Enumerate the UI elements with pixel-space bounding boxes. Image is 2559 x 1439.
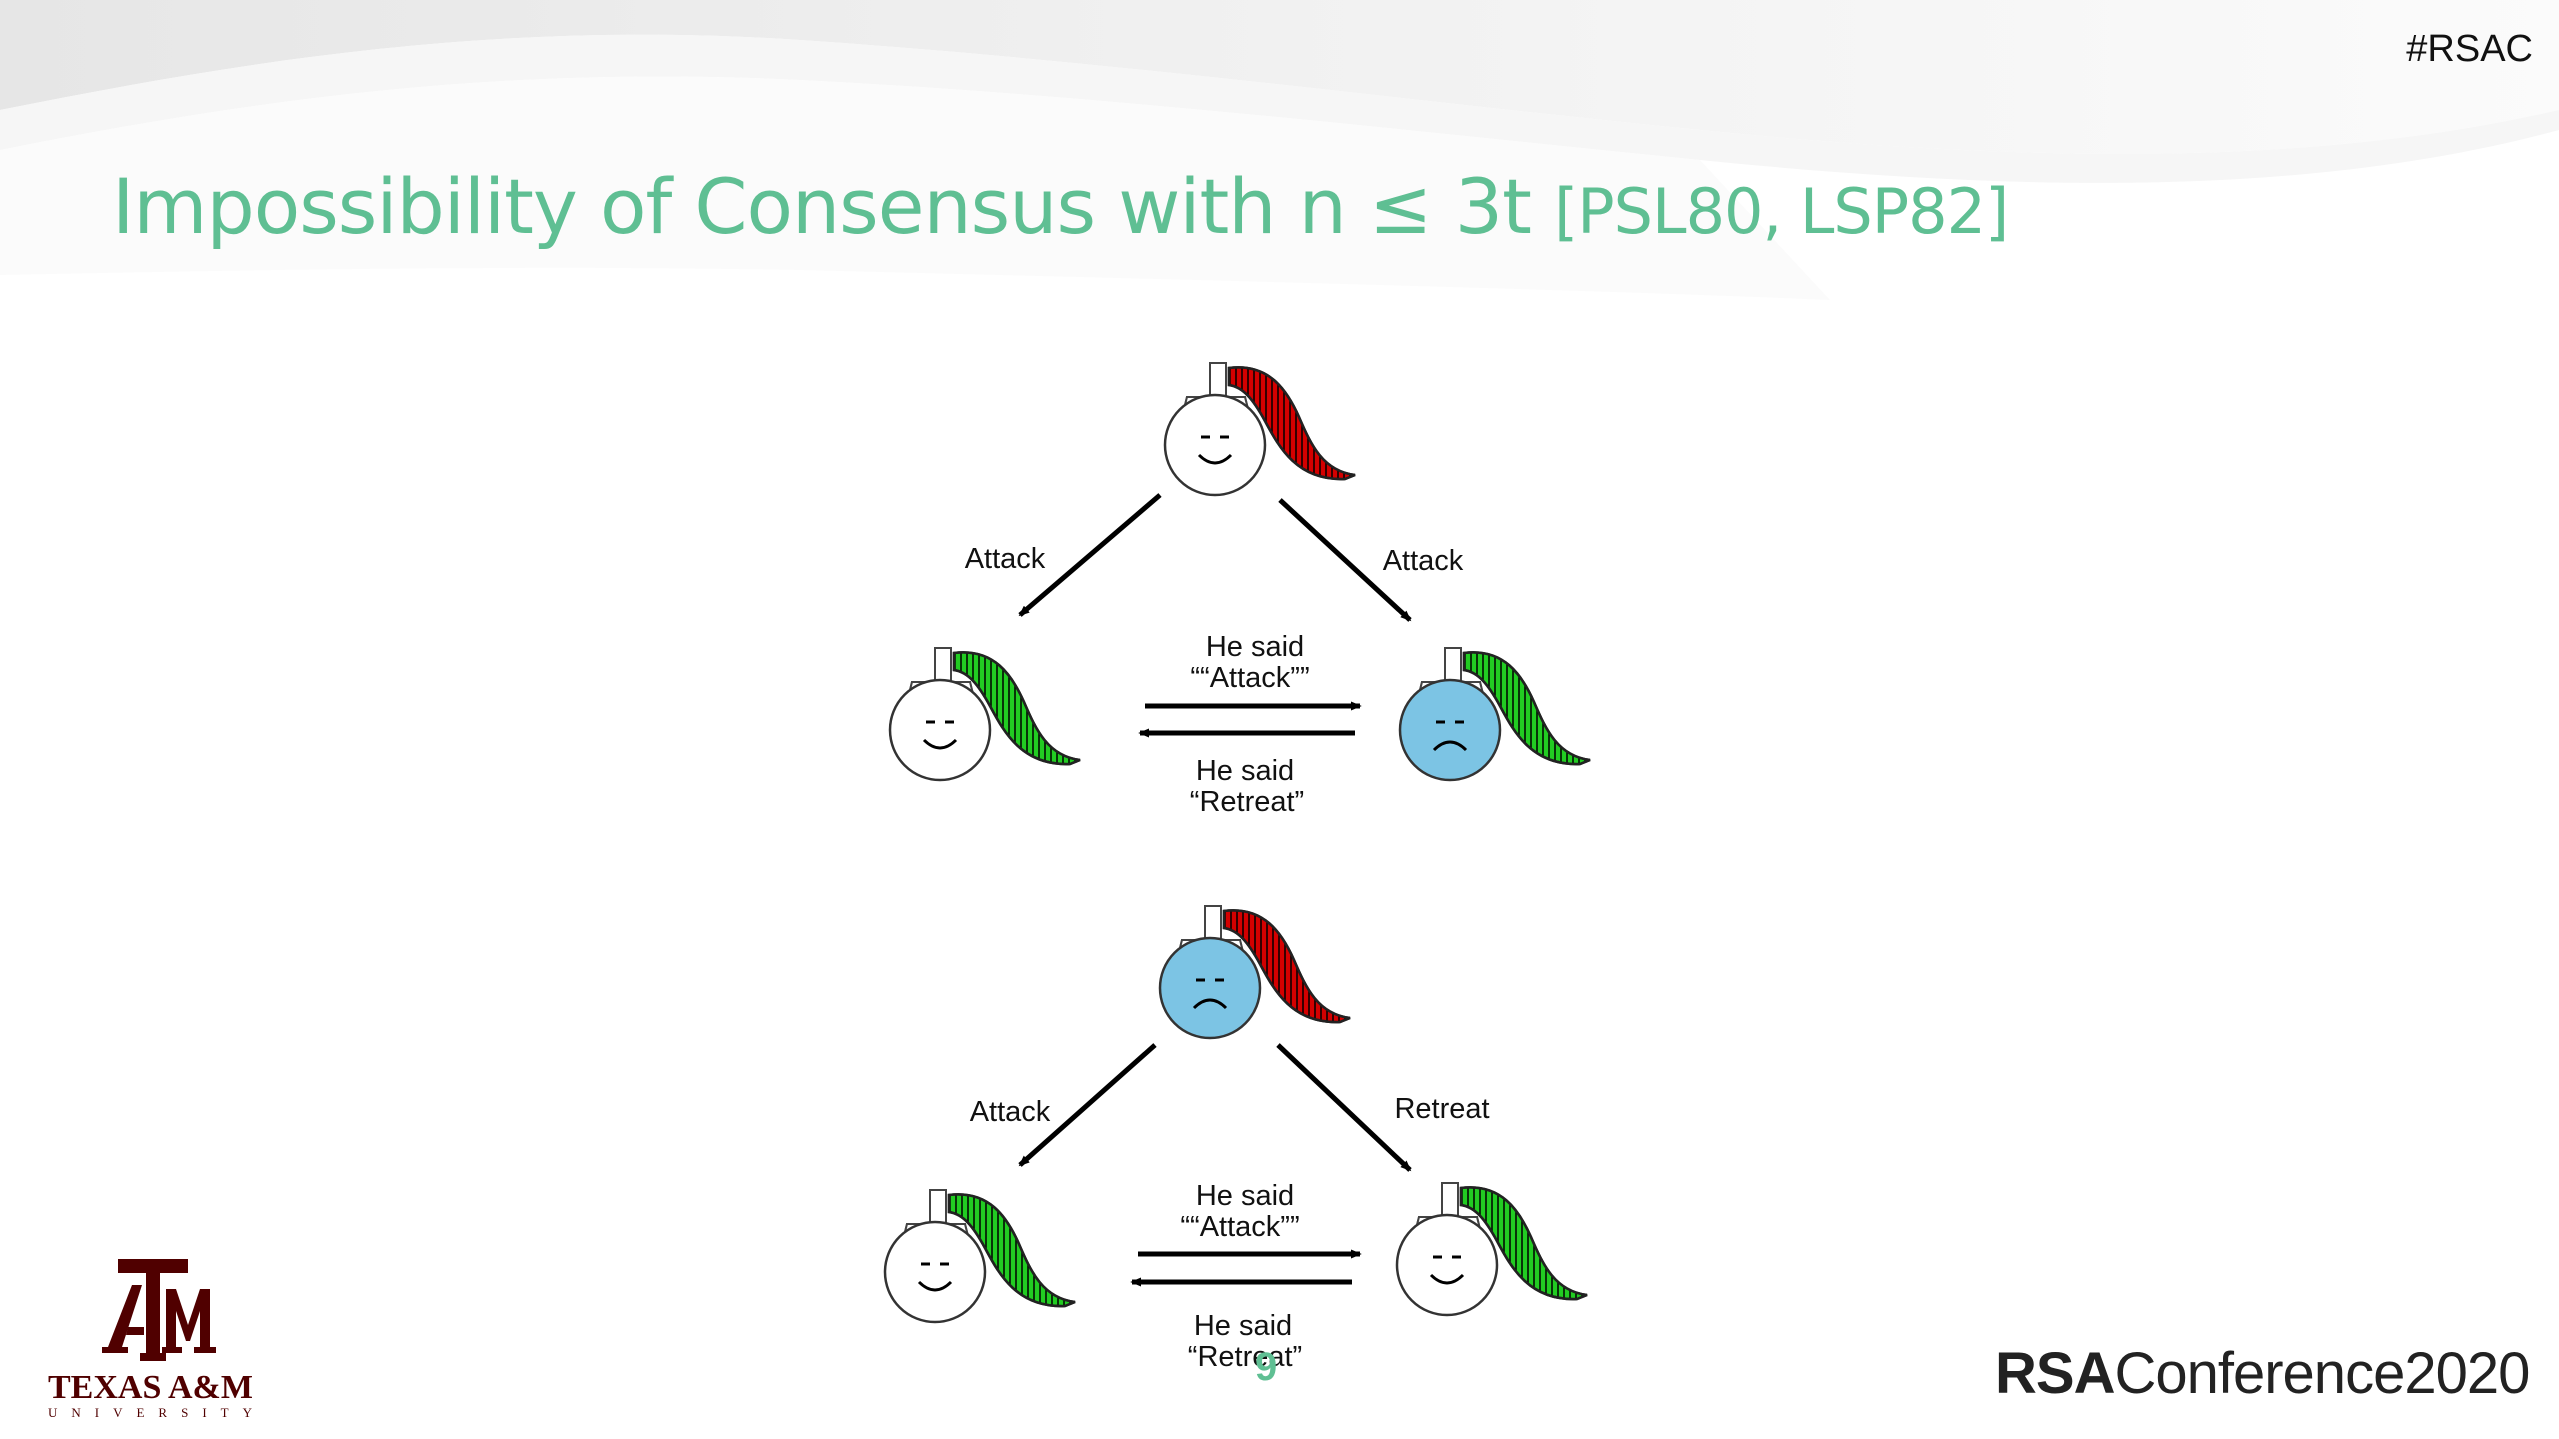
relay-bottom-line1-s1: He said [1196,755,1294,787]
relay-bottom-line2-s1: “Retreat” [1190,786,1304,818]
title-citation: [PSL80, LSP82] [1554,175,2009,248]
arrow-commander-to-right-s1 [1278,498,1412,622]
rsac-hashtag: #RSAC [2406,28,2533,70]
arrow-commander-to-left-s1 [1018,493,1162,617]
scenario-1: Attack Attack He said ““Attack”” He said… [888,361,1592,818]
slide-title: Impossibility of Consensus with n ≤ 3t [… [112,162,2009,251]
happy-face-icon [883,1220,987,1324]
scenario-2: Attack Retreat He said ““Attack”” He sai… [883,904,1589,1373]
happy-face-icon [1163,393,1267,497]
order-left-label-s2: Attack [970,1096,1051,1128]
texas-am-logo: TEXAS A&M UNIVERSITY [48,1255,258,1421]
rsa-wordmark: RSA [1995,1341,2115,1406]
rsa-conference-logo: RSAConference2020 [1995,1340,2530,1407]
relay-top-line1-s2: He said [1196,1180,1294,1212]
order-left-label-s1: Attack [965,543,1046,575]
commander-s2 [1158,904,1352,1040]
order-right-label-s1: Attack [1383,545,1464,577]
relay-top-line2-s2: ““Attack”” [1180,1211,1299,1243]
commander-s1 [1163,361,1357,497]
arrow-commander-to-left-s2 [1018,1043,1157,1167]
relay-bottom-line1-s2: He said [1194,1310,1292,1342]
happy-face-icon [1395,1213,1499,1317]
lieutenant-right-s1 [1398,646,1592,782]
sad-face-icon [1398,678,1502,782]
lieutenant-left-s2 [883,1188,1077,1324]
page-number: 9 [1255,1345,1278,1389]
sad-face-icon [1158,936,1262,1040]
background-wave [0,0,2559,300]
order-right-label-s2: Retreat [1394,1093,1489,1125]
atm-monogram-icon [102,1259,216,1361]
relay-top-line2-s1: ““Attack”” [1190,662,1309,694]
happy-face-icon [888,678,992,782]
relay-bottom-line2-s2: “Retreat” [1188,1341,1302,1373]
university-subtitle: UNIVERSITY [48,1405,266,1420]
arrow-commander-to-right-s2 [1276,1043,1412,1172]
university-name: TEXAS A&M [48,1369,253,1406]
byzantine-generals-diagram: Attack Attack He said ““Attack”” He said… [883,361,1592,1373]
lieutenant-left-s1 [888,646,1082,782]
conference-wordmark: Conference2020 [2114,1341,2530,1406]
relay-top-line1-s1: He said [1206,631,1304,663]
title-main: Impossibility of Consensus with n ≤ 3t [112,162,1532,251]
lieutenant-right-s2 [1395,1181,1589,1317]
